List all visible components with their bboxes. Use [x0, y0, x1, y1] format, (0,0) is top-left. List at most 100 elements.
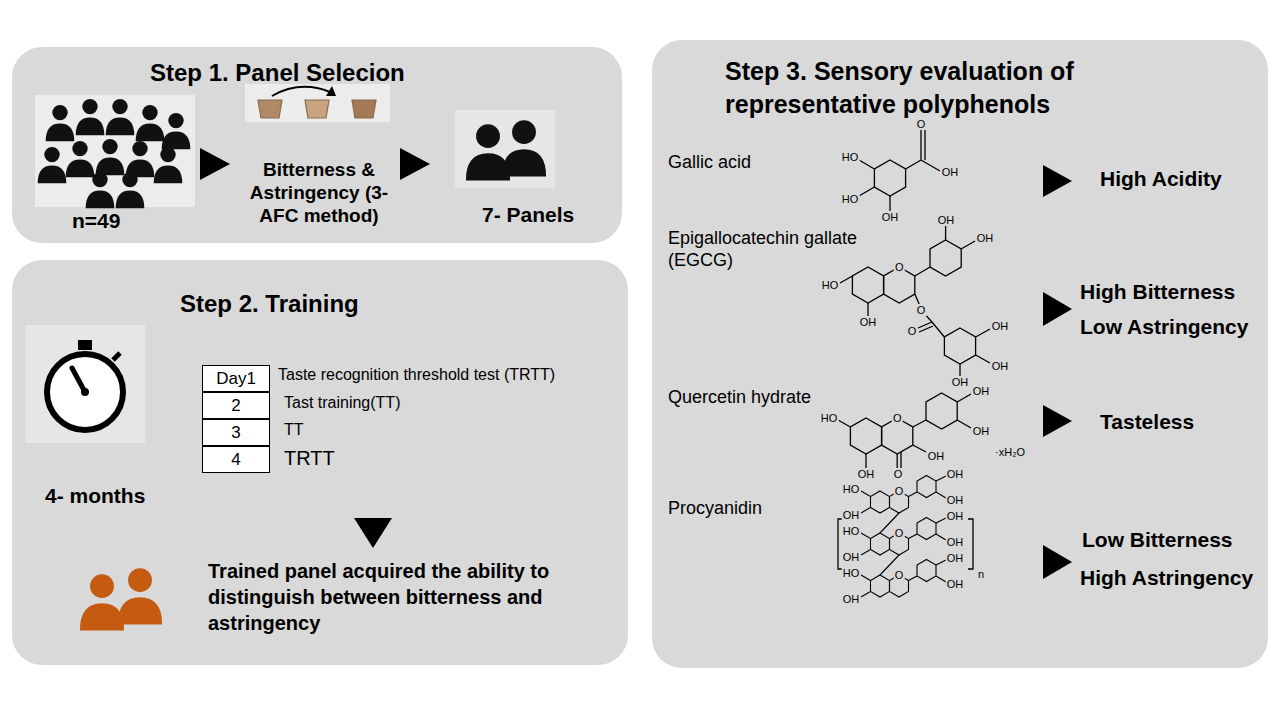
schedule-label: Tast training(TT) — [284, 394, 400, 412]
atom-label: O — [893, 468, 904, 480]
taste-result: High Astringency — [1080, 566, 1253, 590]
compound-name: Procyanidin — [668, 498, 762, 520]
atom-label: OH — [946, 536, 965, 548]
atom-label: O — [894, 569, 905, 581]
taste-result: Low Bitterness — [1082, 528, 1233, 552]
atom-label: OH — [937, 214, 956, 226]
atom-label: OH — [976, 232, 995, 244]
atom-label: OH — [946, 552, 965, 564]
compound-name: Epigallocatechin gallate (EGCG) — [668, 228, 883, 271]
atom-label: OH — [946, 578, 965, 590]
method-label: Bitterness & Astringency (3-AFC method) — [234, 159, 404, 227]
atom-label: O — [894, 485, 905, 497]
cups-icon — [245, 84, 390, 122]
crowd-icon — [38, 99, 191, 208]
panel-icon — [466, 120, 546, 180]
cups-icon — [258, 100, 376, 118]
atom-label: O — [894, 261, 905, 273]
atom-label: HO — [842, 525, 861, 537]
panel-icon — [455, 110, 555, 188]
crowd-icon — [35, 95, 195, 207]
day-box: 3 — [202, 419, 270, 446]
atom-label: OH — [881, 211, 900, 223]
atom-label: O — [892, 412, 903, 424]
stopwatch-icon — [47, 354, 123, 430]
panel-icon — [502, 120, 546, 176]
stopwatch-icon — [113, 353, 120, 360]
crowd-icon — [136, 105, 165, 141]
day-label: 4 — [203, 450, 269, 470]
duration-label: 4- months — [45, 484, 145, 508]
atom-label: OH — [927, 450, 946, 462]
day-label: 2 — [203, 396, 269, 416]
crowd-icon — [46, 105, 75, 141]
crowd-icon — [154, 147, 183, 183]
atom-label: OH — [972, 425, 991, 437]
atom-label: OH — [946, 468, 965, 480]
day-label: Day1 — [203, 369, 269, 389]
atom-label: OH — [991, 360, 1010, 372]
atom-label: HO — [842, 483, 861, 495]
outcome-text: Trained panel acquired the ability to di… — [208, 558, 558, 636]
atom-label: HO — [841, 193, 860, 205]
cups-icon — [305, 100, 329, 118]
cups-icon — [258, 100, 282, 118]
atom-label: OH — [859, 316, 878, 328]
stopwatch-icon — [25, 325, 145, 443]
compound-name: Quercetin hydrate — [668, 387, 811, 409]
schedule-label: TT — [284, 421, 304, 439]
taste-result: High Acidity — [1100, 167, 1222, 191]
cups-icon — [272, 87, 330, 96]
panel-title: Step 2. Training — [180, 290, 359, 318]
crowd-icon — [116, 172, 145, 208]
atom-label: O — [916, 118, 927, 130]
schedule-label: Taste recognition threshold test (TRTT) — [278, 366, 555, 384]
atom-label: O — [916, 304, 927, 316]
atom-label: O — [894, 527, 905, 539]
panel-count: 7- Panels — [482, 203, 574, 227]
cups-icon — [326, 86, 336, 96]
day-box: Day1 — [202, 365, 270, 392]
atom-label: HO — [820, 412, 839, 424]
cups-icon — [352, 100, 376, 118]
atom-label: OH — [842, 551, 861, 563]
stopwatch-icon — [72, 368, 85, 392]
crowd-icon — [86, 172, 115, 208]
repeat-index: n — [977, 568, 985, 580]
panel-title: Step 3. Sensory evaluation of representa… — [725, 55, 1155, 120]
crowd-icon — [35, 95, 195, 208]
atom-label: OH — [951, 376, 970, 388]
atom-label: O — [907, 325, 918, 337]
atom-label: OH — [972, 385, 991, 397]
atom-label: HO — [842, 567, 861, 579]
atom-label: OH — [857, 468, 876, 480]
panel-icon — [455, 110, 555, 188]
atom-label: HO — [841, 151, 860, 163]
crowd-icon — [38, 147, 67, 183]
crowd-icon — [66, 141, 95, 177]
atom-label: ·xH₂O — [994, 446, 1026, 458]
panel-title: Step 1. Panel Selecion — [150, 59, 405, 87]
taste-result: High Bitterness — [1080, 280, 1235, 304]
crowd-icon — [96, 139, 125, 175]
atom-label: HO — [821, 279, 840, 291]
day-label: 3 — [203, 423, 269, 443]
taste-result: Tasteless — [1100, 410, 1194, 434]
day-box: 4 — [202, 446, 270, 473]
sample-size: n=49 — [72, 209, 120, 233]
atom-label: OH — [941, 166, 960, 178]
atom-label: OH — [946, 510, 965, 522]
taste-result: Low Astringency — [1080, 315, 1248, 339]
stopwatch-icon — [81, 388, 89, 396]
day-box: 2 — [202, 392, 270, 419]
crowd-icon — [162, 113, 191, 149]
atom-label: OH — [842, 509, 861, 521]
atom-label: OH — [842, 593, 861, 605]
step-panel: Step 3. Sensory evaluation of representa… — [652, 40, 1268, 668]
compound-name: Gallic acid — [668, 152, 751, 174]
atom-label: OH — [946, 494, 965, 506]
schedule-label: TRTT — [284, 447, 335, 470]
crowd-icon — [126, 141, 155, 177]
stopwatch-icon — [25, 325, 145, 443]
